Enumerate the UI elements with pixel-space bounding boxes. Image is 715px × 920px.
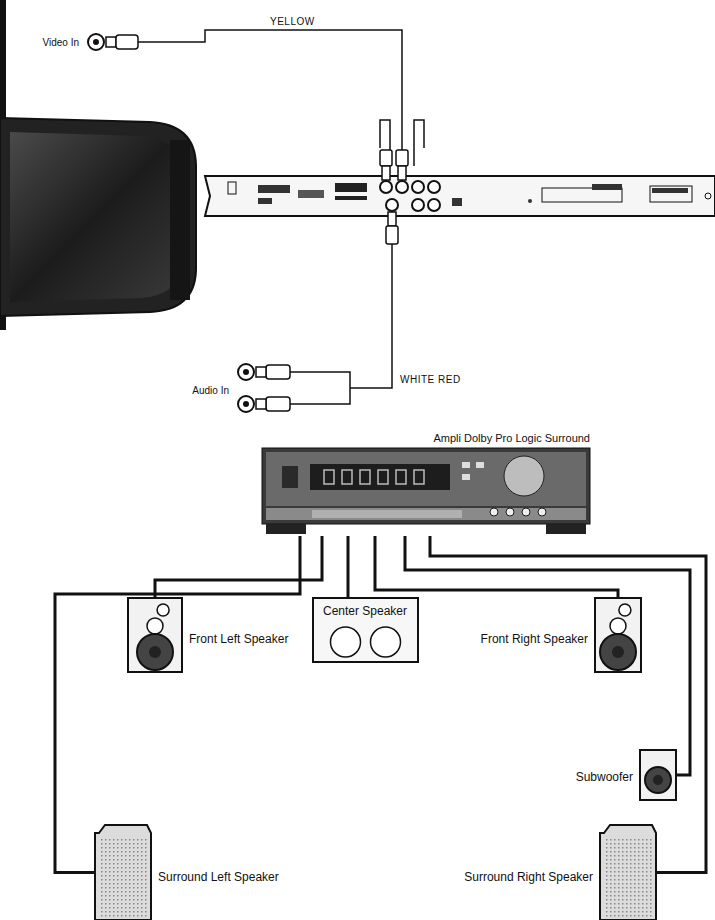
dvd-player-rear-panel xyxy=(205,176,715,216)
subwoofer: Subwoofer xyxy=(640,750,676,800)
cable-colour-label: WHITE RED xyxy=(398,374,463,386)
node-label: Center Speaker xyxy=(321,604,409,618)
center-speaker: Center Speaker xyxy=(313,598,418,662)
speaker-wire xyxy=(375,536,618,598)
front-left-speaker: Front Left Speaker xyxy=(128,598,182,672)
audio-cable xyxy=(256,212,398,411)
node-label: Surround Left Speaker xyxy=(156,870,281,884)
node-label: Front Right Speaker xyxy=(479,632,590,646)
video-cable xyxy=(106,30,424,180)
surround-icon xyxy=(600,825,656,920)
node-label: Front Left Speaker xyxy=(187,632,290,646)
speaker-wire xyxy=(347,536,350,598)
node-label: Surround Right Speaker xyxy=(462,870,595,884)
node-label: Subwoofer xyxy=(574,770,635,784)
node-label: Audio In xyxy=(190,385,231,397)
television xyxy=(0,118,196,316)
speaker-wire xyxy=(430,536,706,873)
sub-icon xyxy=(640,750,676,800)
surround-right-speaker: Surround Right Speaker xyxy=(600,825,656,920)
amplifier: Ampli Dolby Pro Logic Surround xyxy=(262,448,590,536)
tower-icon xyxy=(128,598,182,672)
tower-icon xyxy=(595,598,641,672)
grille-texture xyxy=(101,839,147,917)
surround-left-speaker: Surround Left Speaker xyxy=(95,825,151,920)
front-right-speaker: Front Right Speaker xyxy=(595,598,641,672)
speaker-wire xyxy=(155,536,322,598)
jack-icon xyxy=(86,33,106,51)
node-label: Video In xyxy=(40,37,81,49)
speaker-wire xyxy=(405,536,690,775)
grille-texture xyxy=(606,839,652,917)
cable-colour-label: YELLOW xyxy=(268,16,317,28)
surround-icon xyxy=(95,825,151,920)
node-label: Ampli Dolby Pro Logic Surround xyxy=(431,432,592,445)
jacks2-icon xyxy=(236,362,256,414)
amp-icon xyxy=(262,448,590,536)
audio-in-jacks: Audio In xyxy=(236,362,256,414)
video-in-jack: Video In xyxy=(86,33,106,51)
speaker-wire xyxy=(55,536,300,873)
